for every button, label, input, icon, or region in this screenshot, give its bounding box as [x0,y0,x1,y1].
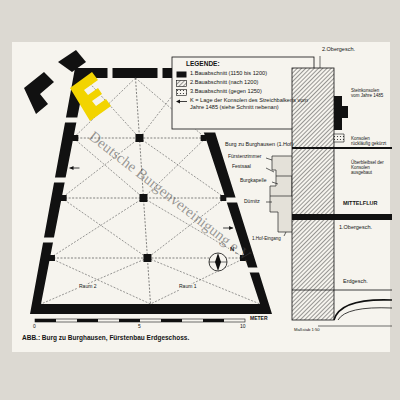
plan-label: Dürnitz [244,199,260,205]
plan-label: 0 [33,324,36,330]
legend-text: 3.Bauabschnitt (gegen 1250) [190,88,308,95]
plan-label: Steinkonsolen vom Jahre 1485 [350,88,390,98]
plan-label: 5 [138,324,141,330]
window [64,118,77,123]
window [158,67,163,79]
caption: ABB.: Burg zu Burghausen, Fürstenbau Erd… [22,334,189,341]
plan-label: Konsolen rückläufig gekürzt [350,136,390,146]
pilaster [61,195,67,201]
compass [209,253,227,271]
pier [135,134,143,142]
pilaster [201,135,207,141]
window [225,198,237,203]
plan-label: Festsaal [232,164,251,170]
plan-label: Burg zu Burghausen (1.Hof) [225,141,293,147]
legend-row: K = Lage der Konsolen des Streichbalkens… [176,97,308,110]
plan-label: Raum 2 [78,284,98,290]
legend-text: K = Lage der Konsolen des Streichbalkens… [190,97,308,110]
plan-label: Fürstenzimmer [228,154,261,160]
legend-swatch [176,89,187,96]
plan-label: 1.Obergesch. [338,224,373,230]
plan-label: Burgkapelle [240,178,266,184]
legend-swatch [176,98,187,105]
plan-label: METER [250,316,268,322]
plan-label: Maßstab 1:50 [294,328,320,333]
plan-label: 10 [240,324,246,330]
plan-label: Raum 1 [178,284,198,290]
legend-text: 1.Bauabschnitt (1150 bis 1200) [190,70,308,77]
legend-swatch [176,71,187,78]
plan-label: 1.Hof-Eingang [252,236,281,241]
logo [24,50,111,121]
legend-row: 2.Bauabschnitt (nach 1200) [176,79,308,86]
scale-bar [35,319,245,322]
pilaster [72,135,78,141]
plan-label: Erdgesch. [342,278,369,284]
window [43,238,55,243]
plan-label: MITTELFLUR [342,200,379,206]
pilaster [49,255,55,261]
legend-swatch [176,80,187,87]
legend-row: 3.Bauabschnitt (gegen 1250) [176,88,308,95]
window [54,178,67,183]
plan-label: 2.Obergesch. [322,46,355,52]
pier [139,194,147,202]
legend-text: 2.Bauabschnitt (nach 1200) [190,79,308,86]
pilaster [220,195,226,201]
corbel-arrow [69,166,79,170]
section-drawing [292,56,392,326]
paper [12,42,390,352]
pier [143,254,151,262]
legend-row: 1.Bauabschnitt (1150 bis 1200) [176,70,308,77]
plan-label: LEGENDE: [186,60,220,67]
plan-label: Überbleibsel der Konsolen ausgebaut [350,160,390,176]
window [108,67,113,79]
window [248,268,259,273]
